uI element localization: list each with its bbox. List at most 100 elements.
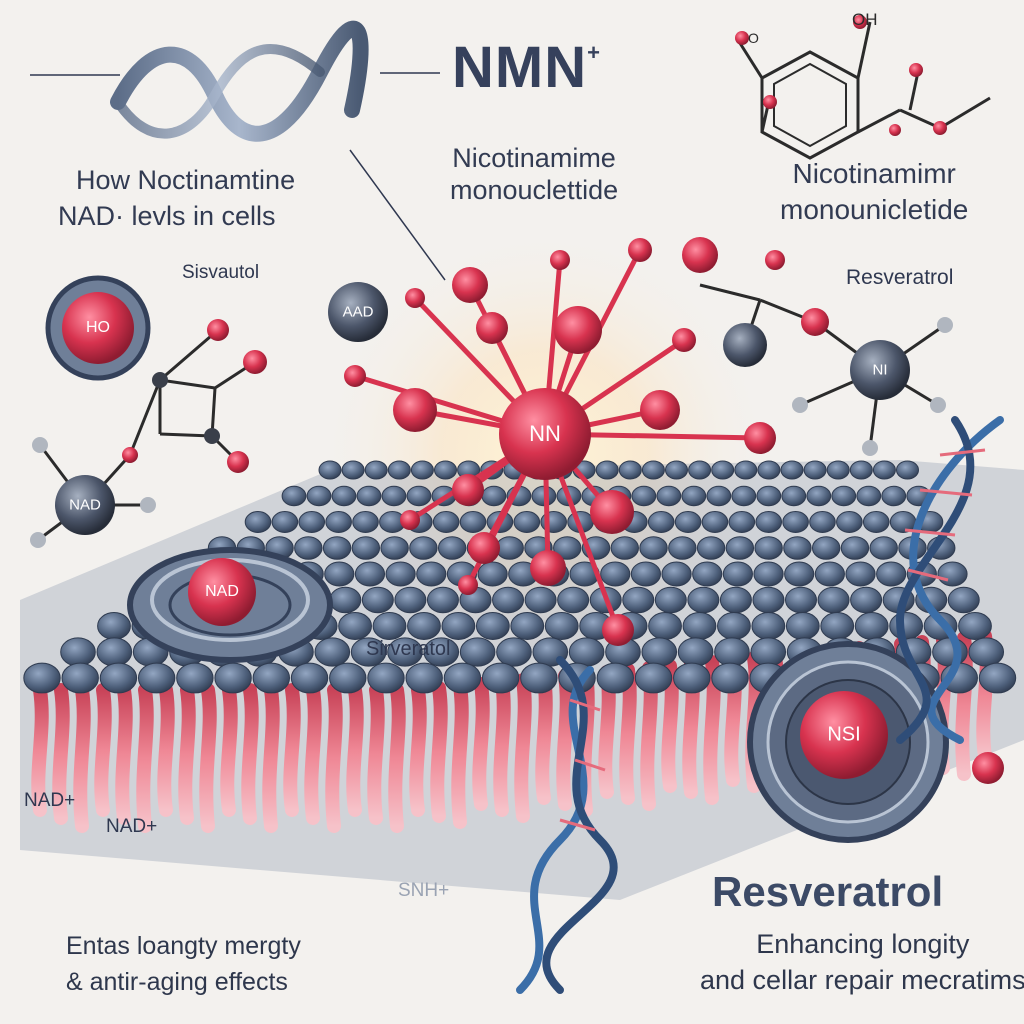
lipid-head [896,460,919,480]
lipid-tail [493,675,511,817]
lipid-head [361,586,394,614]
lipid-tail [283,683,301,817]
molecule-node [458,575,478,595]
lipid-head [862,511,890,533]
lipid-head [654,586,687,614]
lipid-tail [73,683,91,833]
lipid-head [639,536,668,560]
lipid-head [409,536,438,560]
lipid-tail [220,683,238,817]
lipid-head [481,485,507,507]
lipid-head [836,511,863,533]
lipid-head [322,536,352,560]
lipid-head [803,460,827,480]
lipid-head [854,612,889,640]
lipid-head [820,612,855,640]
lipid-head [481,662,520,694]
label-nad-plus-1: NAD+ [24,790,76,811]
lipid-head [524,586,557,614]
lipid-head [785,586,817,614]
lipid-head [23,662,61,694]
lipid-tail [31,683,49,817]
label-snh-plus: SNH+ [398,880,450,901]
lipid-head [641,637,678,667]
molecule-node [744,422,776,454]
left-heading-line1: How Noctinamtine [76,165,296,195]
lipid-head [394,586,427,614]
lipid-head [544,612,579,640]
lipid-head [290,662,329,694]
lipid-head [780,460,804,480]
lipid-head [752,586,785,614]
pointer-line [349,149,446,281]
lipid-head [731,485,757,507]
lipid-head [656,485,682,507]
lipid-head [714,637,750,667]
lipid-head [728,511,756,533]
lipid-head [367,662,405,694]
label-sisvatutol: Sisvautol [182,262,260,283]
lipid-head [99,662,138,694]
subtitle-line1: Nicotinamime [452,143,616,173]
bottom-left-text: Entas loangty mergty & antir-aging effec… [66,928,301,1000]
lipid-head [443,662,482,694]
lipid-head [811,536,841,560]
lipid-head [137,662,176,694]
lipid-head [849,460,873,480]
lipid-head [496,637,532,667]
lipid-head [937,561,968,587]
lipid-head [932,637,968,667]
lipid-head [324,561,355,587]
lipid-tail [514,673,532,823]
lipid-head [757,460,781,480]
molecule-node [672,328,696,352]
lipid-head [674,511,702,533]
lipid-head [665,460,688,480]
lipid-head [294,536,323,560]
lipid-head [356,485,382,507]
chem-label-oh: OH [852,10,878,29]
lipid-head [298,511,326,533]
lipid-head [622,586,655,614]
molecule-node [590,490,634,534]
lipid-tail [556,669,574,811]
lipid-head [595,460,619,480]
lipid-head [520,662,558,694]
left-heading-line2: NAD· levls in cells [58,201,276,231]
lipid-head [405,662,443,694]
lipid-tail [241,683,259,825]
lipid-head [329,662,367,694]
molecule-node [405,288,425,308]
molecule-node [530,550,566,586]
lipid-head [434,460,457,480]
lipid-head [341,460,365,480]
right-heading-line1: Nicotinamimr [792,158,956,189]
molecule-node [344,365,366,387]
lipid-head [568,637,605,667]
lipid-tail [472,677,490,811]
lipid-head [244,511,272,533]
lipid-head [325,511,352,533]
right-heading-line2: monounicletide [780,194,969,225]
lipid-head [437,536,467,560]
lipid-tail [451,679,469,829]
protein-ring-top-left [45,275,151,381]
lipid-head [314,637,351,667]
lipid-head [252,662,291,694]
lipid-tail [304,683,322,825]
lipid-head [681,485,707,507]
lipid-tail [157,683,175,817]
right-heading: Nicotinamimr monounicletide [780,156,968,228]
lipid-head [364,460,388,480]
lipid-head [783,536,812,560]
molecule-node [550,250,570,270]
molecule-core [499,388,591,480]
protein-ring-left [127,547,333,663]
molecule-label-center: NN [529,421,561,446]
lipid-head [477,561,508,587]
lipid-head [492,586,525,614]
subtitle-line2: monouclettide [450,175,619,205]
lipid-head [958,612,992,640]
